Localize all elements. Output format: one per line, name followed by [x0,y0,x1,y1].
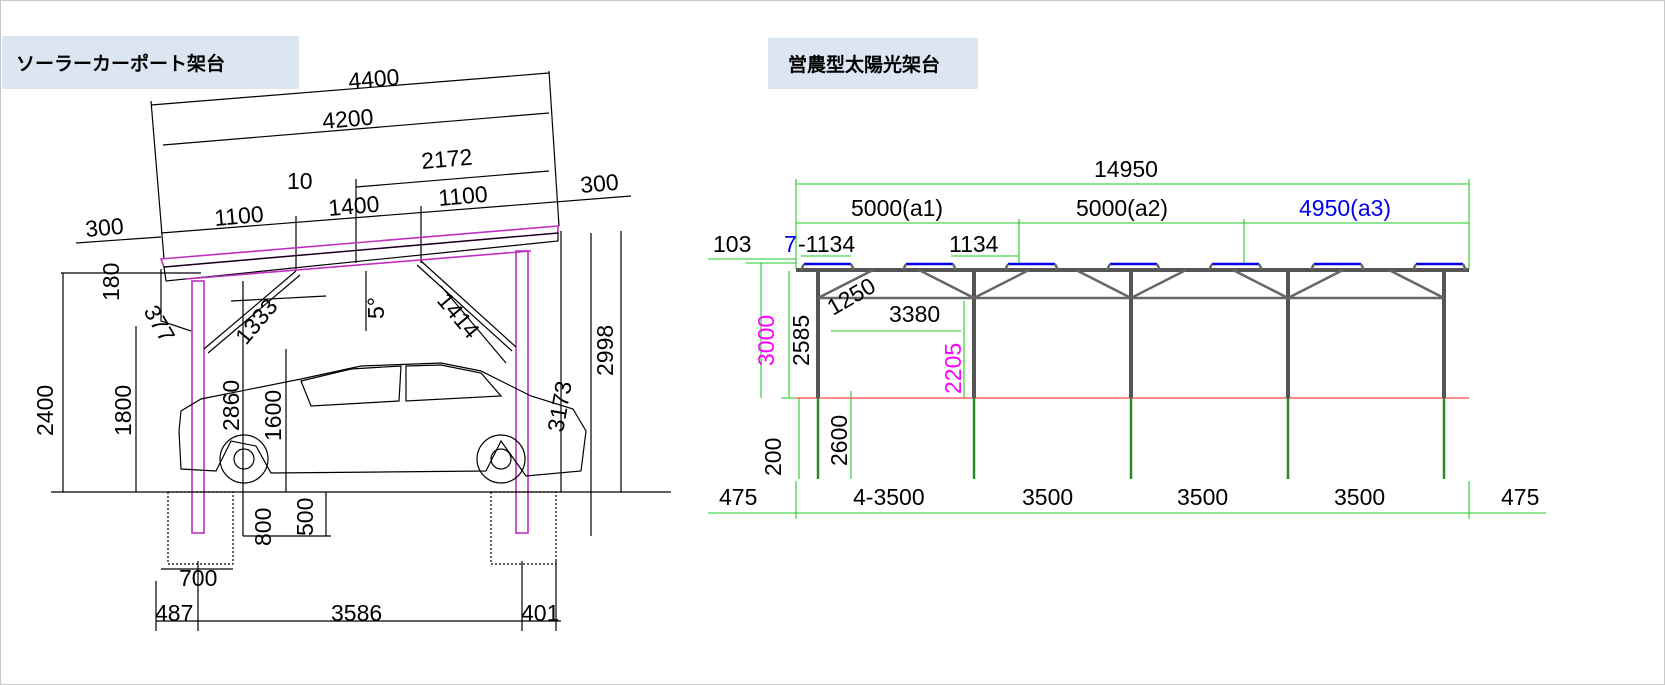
diagonal-brace [918,268,975,300]
dim-panel-pitch: -1134 [798,231,855,257]
panel-clamp [849,263,856,271]
dim-2400: 2400 [32,385,58,436]
dim-2600: 2600 [826,415,852,466]
dim-3586: 3586 [331,600,382,626]
dim-475-right: 475 [1501,484,1539,510]
carport-drawing: 4400 4200 10 2172 1400 1100 1100 300 300… [32,64,671,631]
agri-pv-drawing: 14950 5000(a1) 5000(a2) 4950(a3) 103 7 -… [708,156,1546,519]
dim-tilt: 5° [363,297,389,319]
dim-2172: 2172 [420,144,473,174]
dim-14950: 14950 [1094,156,1158,182]
panel-clamp [799,263,806,271]
dim-3173: 3173 [542,379,576,434]
agri-pv-title: 営農型太陽光架台 [768,38,978,89]
dim-1400: 1400 [327,191,380,221]
dim-377: 377 [139,301,181,347]
dim-300-left: 300 [84,213,124,242]
dim-1134: 1134 [949,231,999,257]
dim-2998: 2998 [592,325,618,376]
dim-300-right: 300 [579,169,619,198]
diagonal-brace [1388,268,1445,300]
panel-clamp [1461,263,1468,271]
dim-4950-a3: 4950(a3) [1299,195,1391,221]
dim-1250: 1250 [823,272,880,320]
dim-500: 500 [292,498,318,536]
dim-2860: 2860 [218,380,244,431]
dim-700: 700 [179,565,217,591]
carport-title: ソーラーカーポート架台 [2,36,299,89]
dim-487: 487 [155,600,193,626]
panel-clamp [1207,263,1214,271]
panel-clamp [1053,263,1060,271]
dim-103: 103 [713,231,751,257]
diagonal-brace [817,268,874,300]
panel-clamp [1003,263,1010,271]
dim-3500-a: 3500 [1022,484,1073,510]
dim-1414: 1414 [432,288,485,344]
dim-5000-a1: 5000(a1) [851,195,943,221]
dim-4200: 4200 [321,104,374,134]
dim-10: 10 [287,168,313,194]
panel-clamp [951,263,958,271]
dim-1333: 1333 [230,293,283,349]
panel-clamp [1411,263,1418,271]
diagonal-brace [1075,268,1132,300]
dim-3500-c: 3500 [1334,484,1385,510]
dim-180: 180 [98,263,124,301]
dim-401: 401 [521,600,559,626]
dim-4400: 4400 [347,64,400,94]
panel-count: 7 [784,231,797,257]
dim-200: 200 [760,438,786,476]
dim-3380: 3380 [889,301,940,327]
diagonal-brace [1232,268,1289,300]
diagonal-brace [1130,268,1187,300]
dim-1600: 1600 [260,390,286,441]
dim-2205: 2205 [940,343,966,394]
panel-clamp [1309,263,1316,271]
diagonal-brace [973,268,1030,300]
dim-5000-a2: 5000(a2) [1076,195,1168,221]
diagonal-brace [1287,268,1344,300]
dim-1100-right: 1100 [437,181,489,211]
panel-clamp [1257,263,1264,271]
dim-1800: 1800 [110,385,136,436]
panel-clamp [901,263,908,271]
panel-clamp [1155,263,1162,271]
dim-3000: 3000 [753,315,779,366]
panel-clamp [1359,263,1366,271]
dim-4-3500: 4-3500 [853,484,925,510]
dim-3500-b: 3500 [1177,484,1228,510]
dim-2585: 2585 [788,315,814,366]
panel-clamp [1105,263,1112,271]
dim-1100-left: 1100 [213,201,265,231]
dim-800: 800 [250,508,276,546]
dim-475-left: 475 [719,484,757,510]
